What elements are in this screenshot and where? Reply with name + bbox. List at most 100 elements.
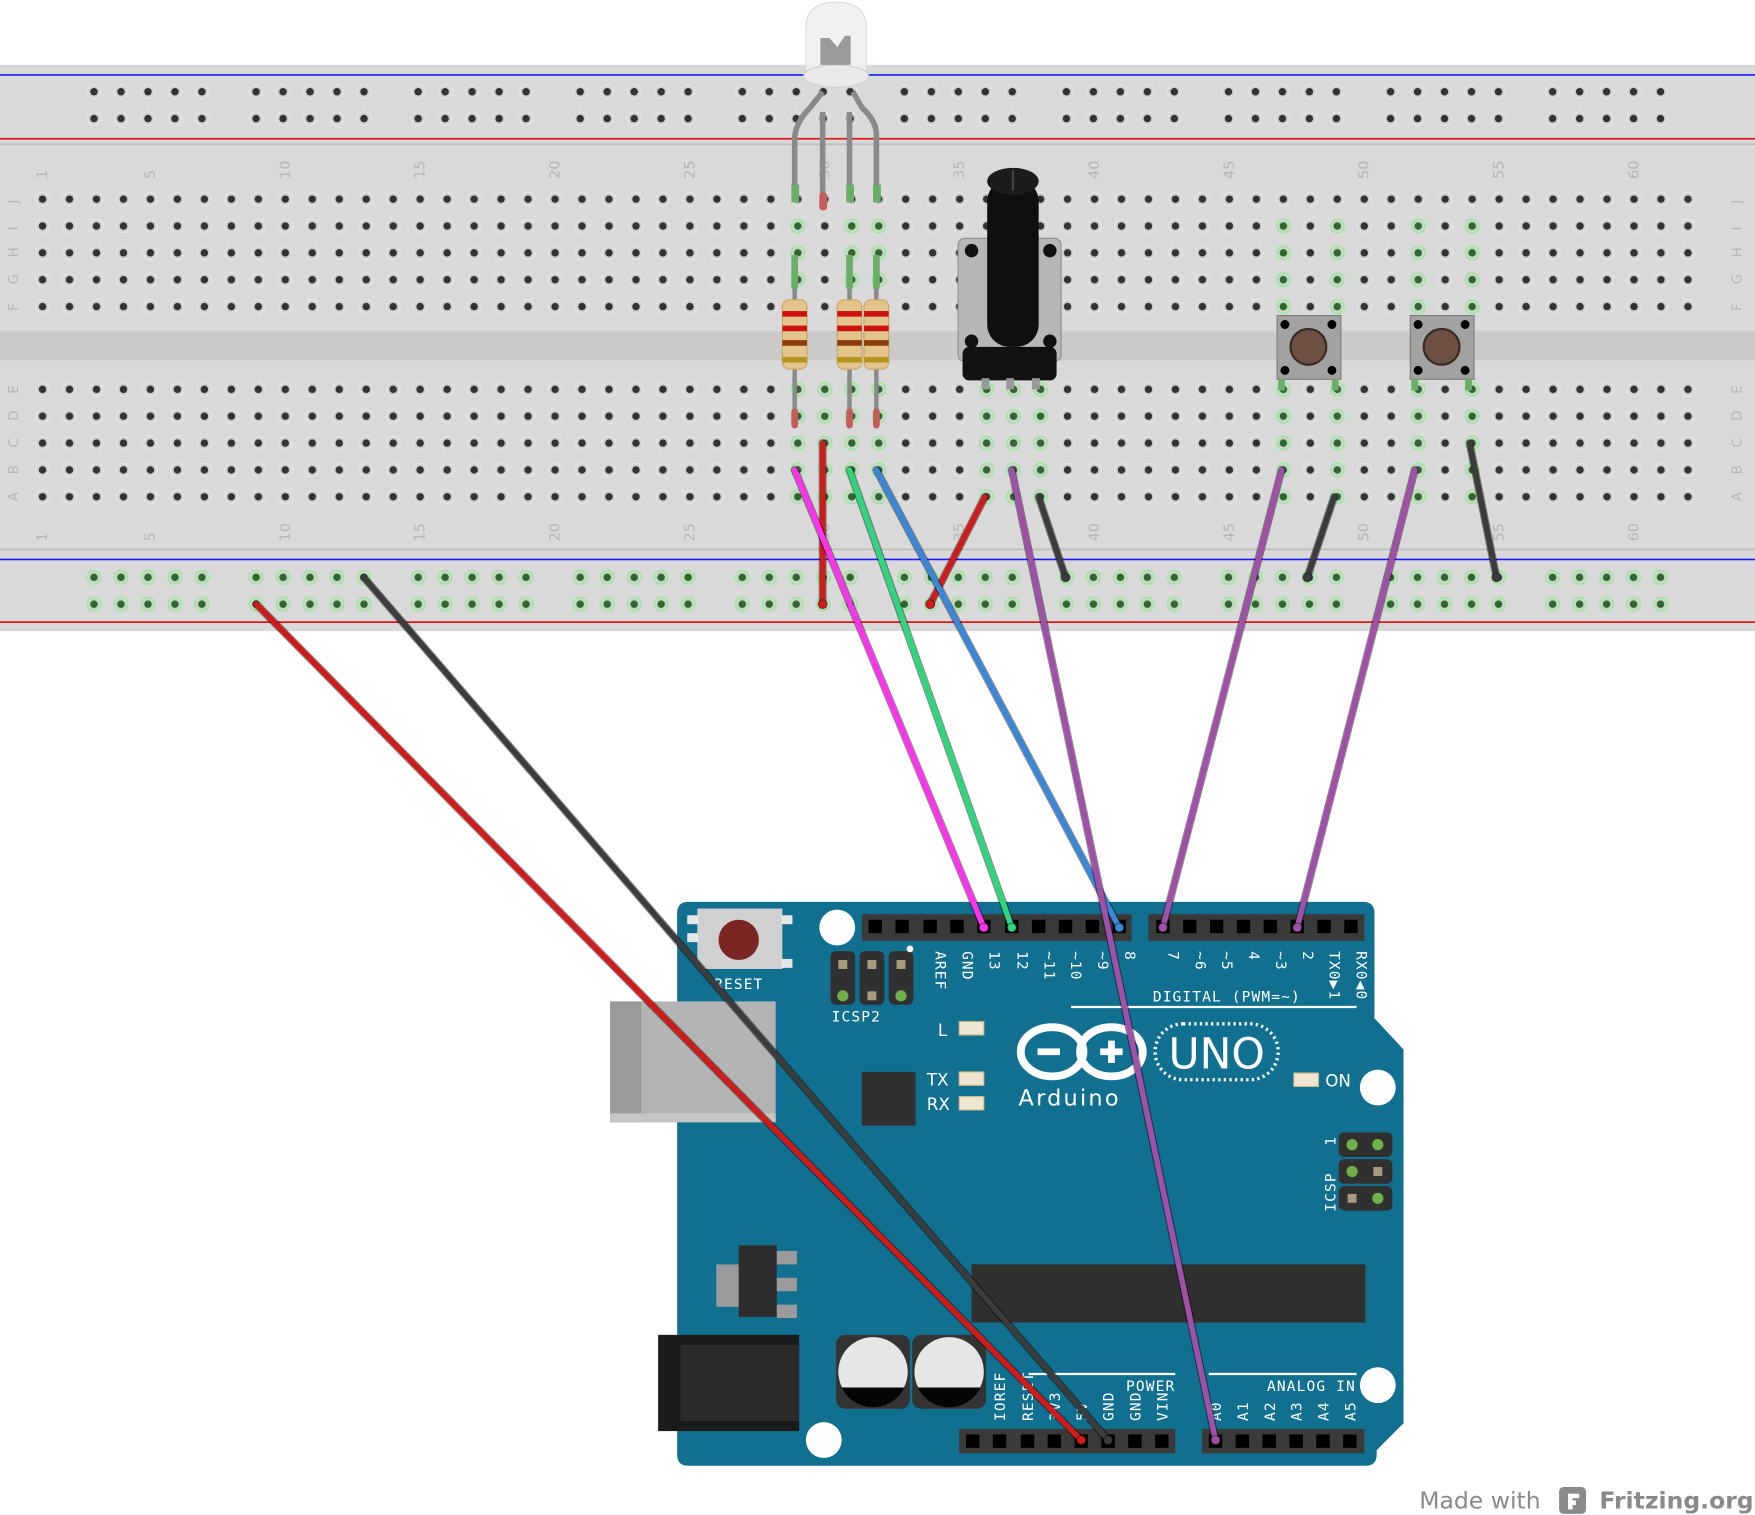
pushbutton-2[interactable] — [1409, 314, 1475, 391]
column-number: 10 — [278, 523, 294, 541]
header-pin[interactable] — [1235, 1434, 1250, 1448]
rx-led-label: RX — [927, 1094, 950, 1114]
power-pin-label: IOREF — [993, 1372, 1009, 1421]
l-led — [958, 1021, 985, 1036]
tx-led-label: TX — [926, 1069, 949, 1089]
green-wire[interactable] — [845, 466, 1017, 933]
analog-pin-label: A3 — [1290, 1401, 1306, 1421]
header-pin[interactable] — [1344, 919, 1358, 934]
header-pin[interactable] — [1263, 919, 1278, 934]
potentiometer[interactable] — [957, 167, 1062, 390]
row-letter: H — [7, 247, 22, 257]
column-number: 40 — [1087, 161, 1103, 179]
magenta-wire[interactable] — [790, 466, 989, 933]
digital-pin-label: ~6 — [1191, 951, 1207, 971]
digital-header-low — [1148, 914, 1365, 942]
red-rail-jumper[interactable] — [817, 439, 828, 610]
header-pin[interactable] — [950, 919, 964, 934]
digital-pin-label: 8 — [1121, 951, 1137, 961]
column-number: 50 — [1357, 161, 1373, 179]
header-pin[interactable] — [992, 1434, 1007, 1448]
header-pin[interactable] — [923, 919, 937, 934]
red-5v-wire[interactable] — [252, 600, 1087, 1446]
digital-pin-label: 12 — [1013, 951, 1029, 971]
arduino-board — [677, 901, 1404, 1466]
power-title: POWER — [1126, 1379, 1175, 1395]
header-pin[interactable] — [895, 919, 909, 934]
header-pin[interactable] — [1317, 919, 1331, 934]
fritzing-brand-text: Fritzing.org — [1599, 1486, 1753, 1514]
header-pin[interactable] — [1155, 1434, 1169, 1448]
header-pin[interactable] — [1085, 919, 1100, 934]
purple-pot-wire[interactable] — [1007, 466, 1221, 1446]
row-letter: I — [1731, 227, 1746, 231]
row-letter: B — [1731, 465, 1746, 474]
blue-wire[interactable] — [872, 466, 1125, 933]
column-number: 15 — [413, 161, 429, 179]
resistor[interactable] — [863, 255, 890, 429]
header-pin[interactable] — [965, 1434, 980, 1448]
uno-badge — [1153, 1022, 1280, 1082]
header-pin[interactable] — [1262, 1434, 1276, 1448]
row-letter: A — [7, 491, 22, 501]
header-pin[interactable] — [1020, 1434, 1035, 1448]
fritzing-logo-icon — [1559, 1487, 1586, 1514]
arduino-logo — [1016, 1023, 1147, 1081]
reset-label: RESET — [714, 977, 763, 993]
uno-text: UNO — [1169, 1031, 1265, 1080]
tx-led — [958, 1071, 985, 1086]
column-number: 10 — [278, 161, 294, 179]
purple-btn2-wire[interactable] — [1292, 466, 1419, 933]
resistor[interactable] — [781, 255, 808, 429]
digital-title: DIGITAL (PWM=~) — [1153, 989, 1301, 1005]
wires — [252, 439, 1502, 1446]
row-letter: E — [1731, 385, 1746, 393]
black-gnd-wire[interactable] — [359, 573, 1114, 1446]
mounting-hole — [805, 1422, 842, 1458]
header-pin[interactable] — [1209, 919, 1224, 934]
digital-pin-label: ~5 — [1218, 951, 1234, 971]
purple-btn1-wire[interactable] — [1157, 466, 1286, 933]
black-btn2-jumper[interactable] — [1465, 439, 1502, 583]
resistor[interactable] — [836, 255, 863, 429]
column-number: 60 — [1626, 523, 1642, 541]
header-pin[interactable] — [1031, 919, 1046, 934]
icsp2-label: ICSP2 — [832, 1010, 881, 1026]
rx-led — [958, 1095, 985, 1111]
black-btn1-jumper[interactable] — [1302, 492, 1339, 583]
usb-connector-bottom — [609, 1113, 776, 1123]
column-number: 20 — [548, 523, 564, 541]
resistors — [781, 255, 890, 429]
on-led — [1293, 1072, 1320, 1088]
column-number: 55 — [1492, 523, 1508, 541]
reset-button[interactable] — [687, 908, 793, 969]
column-number: 20 — [548, 161, 564, 179]
icsp-label: ICSP — [1323, 1172, 1339, 1211]
header-pin[interactable] — [1183, 919, 1197, 934]
header-pin[interactable] — [1128, 1434, 1142, 1448]
row-letter: F — [7, 303, 22, 311]
rgb-led[interactable] — [791, 1, 880, 200]
digital-pin-label: ~9 — [1094, 951, 1110, 971]
black-pot-jumper[interactable] — [1034, 492, 1071, 583]
made-with-text: Made with — [1419, 1486, 1540, 1514]
header-pin[interactable] — [1047, 1434, 1062, 1448]
usb-connector-edge — [609, 1001, 642, 1123]
header-pin[interactable] — [1316, 1434, 1330, 1448]
column-number: 1 — [35, 532, 51, 541]
header-pin[interactable] — [1058, 919, 1073, 934]
header-pin[interactable] — [868, 919, 882, 934]
row-letter: H — [1731, 247, 1746, 257]
mounting-hole — [819, 909, 856, 946]
header-pin[interactable] — [1289, 1434, 1303, 1448]
header-pin[interactable] — [1236, 919, 1251, 934]
row-letter: A — [1731, 491, 1746, 501]
header-pin[interactable] — [1343, 1434, 1357, 1448]
row-letter: G — [1731, 274, 1746, 284]
digital-pin-label: 13 — [985, 951, 1001, 971]
pushbutton-1[interactable] — [1276, 314, 1342, 391]
row-letter: I — [7, 227, 22, 231]
